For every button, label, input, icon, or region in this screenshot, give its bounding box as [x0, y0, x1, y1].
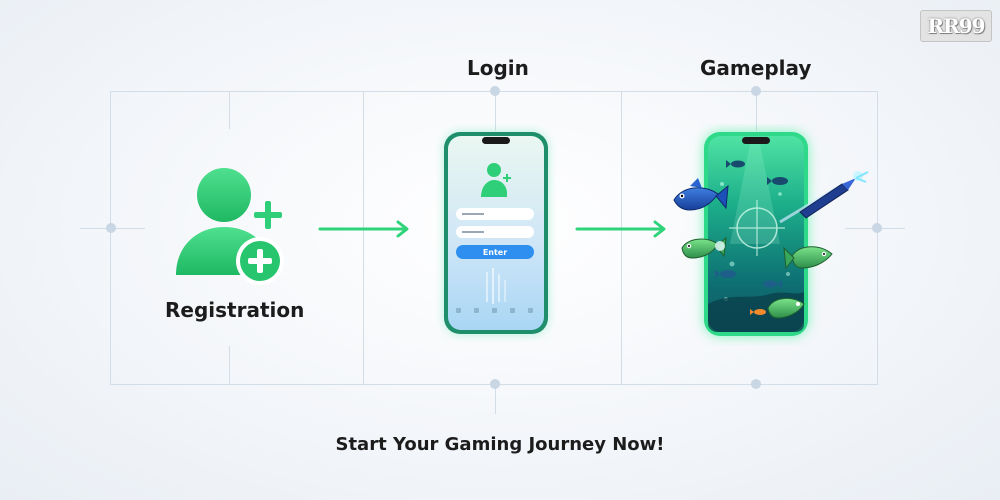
grid-node: [106, 223, 116, 233]
brand-logo: RR99: [920, 10, 992, 42]
footer-cta-text: Start Your Gaming Journey Now!: [335, 434, 665, 455]
grid-right-line: [877, 91, 878, 385]
grid-divider-2: [621, 91, 622, 385]
crosshair-icon: [729, 200, 785, 256]
grid-left-line: [110, 91, 111, 385]
grid-node: [872, 223, 882, 233]
missile-icon: [779, 171, 869, 224]
fish-icon: [726, 160, 745, 168]
fish-icon: [673, 178, 729, 211]
grid-tick-a: [229, 91, 230, 129]
fish-icon: [767, 298, 805, 319]
grid-tick-c: [495, 91, 496, 131]
fish-icon: [750, 309, 766, 315]
step-label-login: Login: [467, 56, 529, 80]
grid-node: [751, 379, 761, 389]
grid-node: [751, 86, 761, 96]
fish-icon: [783, 246, 833, 270]
fish-icon: [763, 280, 782, 288]
grid-node: [490, 379, 500, 389]
fish-icon: [681, 236, 727, 259]
plus-icon: [254, 201, 282, 229]
fish-icon: [715, 270, 736, 278]
enter-button[interactable]: Enter: [482, 248, 508, 257]
grid-divider-1: [363, 91, 364, 385]
arrow-right-icon: [318, 220, 409, 238]
step-label-gameplay: Gameplay: [700, 56, 812, 80]
login-smartphone-icon: [444, 132, 548, 334]
grid-tick-b: [229, 346, 230, 384]
arrow-right-icon: [575, 220, 666, 238]
grid-node: [490, 86, 500, 96]
gameplay-smartphone-icon: [673, 132, 869, 336]
user-add-icon: [176, 168, 284, 285]
fish-icon: [767, 177, 788, 185]
grid-tick-d: [495, 384, 496, 414]
grid-tick-e: [756, 91, 757, 131]
step-label-registration: Registration: [165, 298, 305, 322]
